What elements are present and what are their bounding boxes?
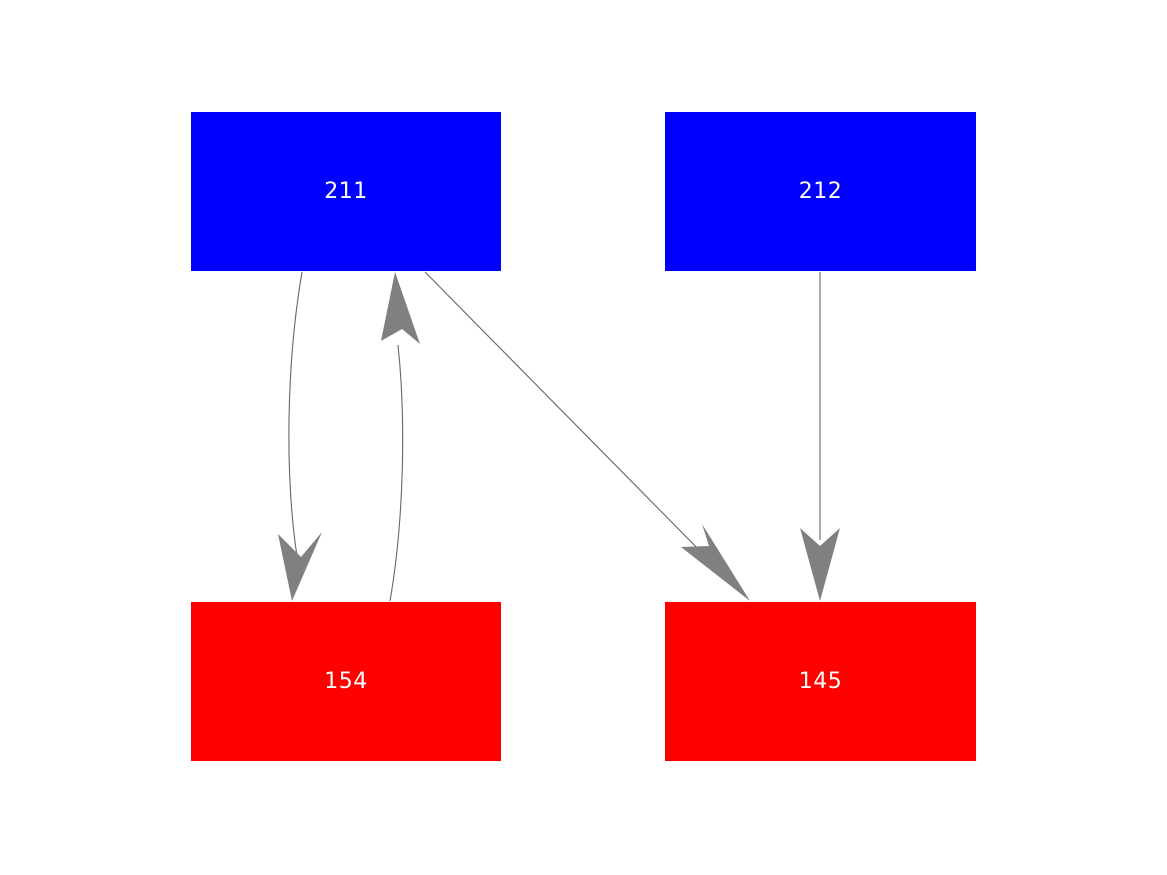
edge-154-211-line	[389, 344, 404, 602]
graph-node-154[interactable]: 154	[191, 602, 501, 761]
edge-154-211[interactable]	[381, 272, 420, 602]
arrowhead-icon-211-154	[278, 532, 322, 601]
arrowhead-icon-212-145	[800, 528, 840, 601]
edge-212-145[interactable]	[800, 272, 840, 601]
edge-211-145-line	[424, 271, 713, 564]
graph-node-145-label: 145	[798, 668, 843, 694]
graph-node-211[interactable]: 211	[191, 112, 501, 271]
graph-node-212-label: 212	[798, 178, 843, 204]
graph-node-145[interactable]: 145	[665, 602, 976, 761]
edge-211-154[interactable]	[278, 271, 322, 601]
arrowhead-icon-154-211	[381, 272, 420, 344]
graph-node-154-label: 154	[324, 668, 368, 694]
edge-211-145[interactable]	[424, 271, 750, 601]
arrowhead-icon-211-145	[681, 524, 750, 601]
edge-211-154-line	[288, 271, 303, 576]
graph-node-211-label: 211	[324, 178, 368, 204]
graph-node-212[interactable]: 212	[665, 112, 976, 271]
